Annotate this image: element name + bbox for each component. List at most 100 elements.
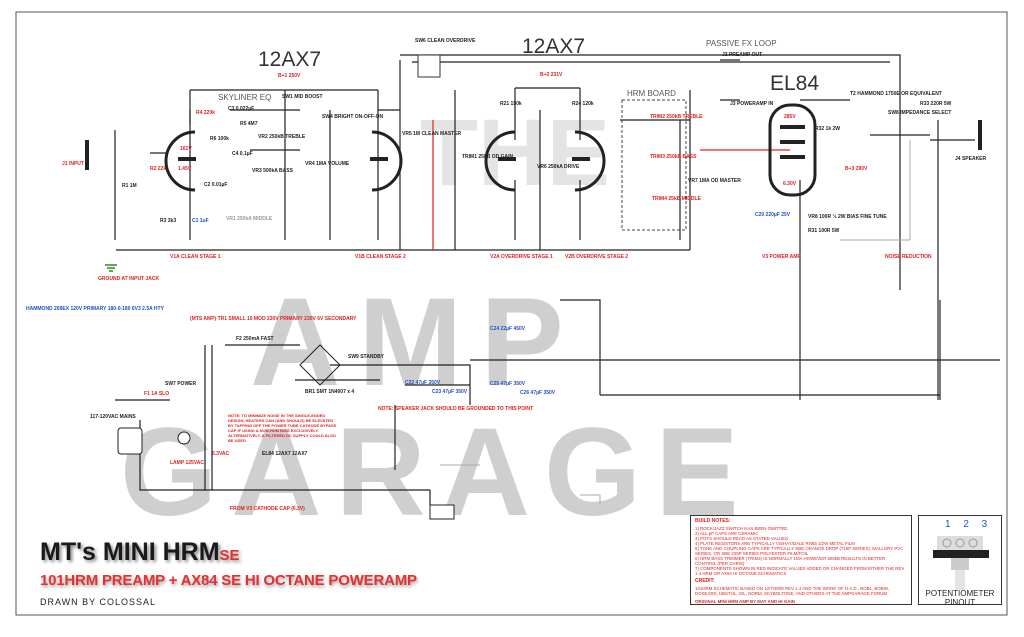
power-supply: HAMMOND 269EX 120V PRIMARY 180-0-180 6V3… [26, 299, 1000, 520]
watermark: THE AMP GARAGE [120, 100, 753, 542]
svg-text:VR2 250kB TREBLE: VR2 250kB TREBLE [258, 134, 306, 140]
svg-text:VR1 250kA MIDDLE: VR1 250kA MIDDLE [226, 216, 273, 222]
svg-text:C4 0.1µF: C4 0.1µF [232, 151, 253, 157]
svg-text:V1B CLEAN STAGE 2: V1B CLEAN STAGE 2 [355, 254, 406, 260]
lamp-icon [177, 431, 191, 445]
svg-text:TRIM4 25kB MIDDLE: TRIM4 25kB MIDDLE [652, 196, 702, 202]
svg-text:T2 HAMMOND 1750E OR EQUIVALENT: T2 HAMMOND 1750E OR EQUIVALENT [850, 91, 942, 97]
svg-text:C3 0.022µF: C3 0.022µF [228, 106, 254, 112]
svg-text:HAMMOND 269EX 120V PRIMARY 180: HAMMOND 269EX 120V PRIMARY 180-0-180 6V3… [26, 306, 165, 312]
svg-text:SW1 MID BOOST: SW1 MID BOOST [282, 94, 323, 100]
build-note: 6) HRM BASS TRIMMER (TRIM3) IS NORMALLY … [695, 556, 886, 566]
svg-text:VR8 100R ½ 2W BIAS FINE TUNE: VR8 100R ½ 2W BIAS FINE TUNE [808, 213, 887, 220]
heading-v2: 12AX7 [522, 35, 585, 58]
svg-text:GROUND AT INPUT JACK: GROUND AT INPUT JACK [98, 276, 160, 282]
svg-text:R24 120k: R24 120k [572, 101, 594, 107]
svg-text:LAMP 125VAC: LAMP 125VAC [170, 460, 204, 466]
ground-icon [105, 264, 117, 272]
svg-text:F2 250mA FAST: F2 250mA FAST [236, 336, 274, 342]
bridge-rectifier-icon [299, 344, 341, 386]
svg-text:R1 1M: R1 1M [122, 183, 137, 189]
svg-text:R5 4M7: R5 4M7 [240, 121, 258, 127]
title-main: MT's MINI HRMSE [40, 538, 240, 570]
credit-text: 101HRM SCHEMATIC BASED ON 12/7/2008 REV … [695, 586, 889, 596]
title-text: MT's MINI HRM [40, 538, 220, 566]
svg-text:C1 1uF: C1 1uF [192, 218, 209, 224]
svg-text:R31 100R 5W: R31 100R 5W [808, 228, 840, 234]
svg-text:TRIM3 250kB BASS: TRIM3 250kB BASS [650, 154, 697, 160]
iec-inlet-icon[interactable] [117, 427, 143, 455]
svg-text:R2 22k: R2 22k [150, 166, 166, 172]
component-labels: J1 INPUT R1 1M R2 22k R3 3k3 R4 220k R5 … [62, 38, 987, 282]
heading-fx: PASSIVE FX LOOP [706, 39, 777, 48]
build-note: 5) TONE AND COUPLING CAPS ARE TYPICALLY … [695, 546, 904, 556]
svg-text:C22 47µF 350V: C22 47µF 350V [405, 380, 441, 386]
svg-text:R21 150k: R21 150k [500, 101, 522, 107]
sw6-switch[interactable] [417, 54, 441, 78]
svg-text:V2B OVERDRIVE STAGE 2: V2B OVERDRIVE STAGE 2 [565, 254, 628, 260]
heading-v3: EL84 [770, 72, 819, 95]
svg-text:R33 220R 5W: R33 220R 5W [920, 101, 952, 107]
svg-text:TRIM1 25kB OD GAIN: TRIM1 25kB OD GAIN [462, 154, 514, 160]
svg-text:B+1 250V: B+1 250V [278, 73, 301, 79]
svg-text:R32 1k 2W: R32 1k 2W [815, 126, 840, 132]
svg-text:R6 100k: R6 100k [210, 136, 229, 142]
svg-text:TRIM2 250kB TREBLE: TRIM2 250kB TREBLE [650, 114, 703, 120]
tube-v2a [484, 130, 516, 192]
watermark-garage: GARAGE [120, 403, 753, 542]
title-subtitle: 101HRM PREAMP + AX84 SE HI OCTANE POWERA… [40, 572, 417, 589]
svg-text:(MTS AMP) TR1 SMALL 10 MOD 230: (MTS AMP) TR1 SMALL 10 MOD 230V PRIMARY … [190, 316, 357, 322]
svg-text:117-120VAC MAINS: 117-120VAC MAINS [90, 414, 136, 420]
heading-hrm: HRM BOARD [627, 89, 676, 98]
svg-text:VR4 1MA VOLUME: VR4 1MA VOLUME [305, 161, 350, 167]
pot-pin-numbers: 1 2 3 [945, 519, 993, 530]
svg-text:R3 3k3: R3 3k3 [160, 218, 176, 224]
svg-text:SW7 POWER: SW7 POWER [165, 381, 197, 387]
build-note: 3) POTS SHOULD READ AS STATED VALUES [695, 536, 788, 541]
tube-v1b [370, 130, 403, 192]
svg-text:C26 47µF 350V: C26 47µF 350V [520, 390, 556, 396]
svg-text:J1 INPUT: J1 INPUT [62, 161, 84, 167]
drawn-by: DRAWN BY COLOSSAL [40, 597, 157, 607]
credit-heading: CREDIT: [695, 578, 715, 584]
svg-text:J2 PREAMP OUT: J2 PREAMP OUT [722, 52, 762, 58]
heading-v1: 12AX7 [258, 48, 321, 71]
svg-text:B+2 231V: B+2 231V [540, 72, 563, 78]
svg-text:SW6 CLEAN OVERDRIVE: SW6 CLEAN OVERDRIVE [415, 38, 476, 44]
build-note: 4) PLATE RESISTORS ARE TYPICALLY VISHAY/… [695, 541, 855, 546]
potentiometer-icon [933, 536, 989, 590]
svg-text:SW4 BRIGHT ON-OFF-ON: SW4 BRIGHT ON-OFF-ON [322, 114, 383, 120]
heading-eq: SKYLINER EQ [218, 93, 271, 102]
heater-note: NOTE: TO MINIMIZE NOISE IN THE SINGLE-EN… [228, 413, 337, 443]
svg-text:NOISE REDUCTION: NOISE REDUCTION [885, 254, 932, 260]
sheet-border [15, 11, 1008, 616]
build-notes-panel: BUILD NOTES: 1) ROCK/JAZZ SWITCH HAS BEE… [690, 515, 912, 605]
svg-text:C20 220µF 25V: C20 220µF 25V [755, 212, 791, 218]
svg-text:SW9 STANDBY: SW9 STANDBY [348, 354, 385, 360]
build-note: 2) ALL pF CAPS ARE CERAMIC [695, 531, 759, 536]
tube-v2b [572, 130, 606, 192]
preamp-wiring [114, 54, 975, 400]
svg-text:J4 SPEAKER: J4 SPEAKER [955, 156, 987, 162]
svg-text:C2 0.01µF: C2 0.01µF [204, 182, 227, 188]
build-note: 1) ROCK/JAZZ SWITCH HAS BEEN OMITTED [695, 526, 788, 531]
stage-labels: V1A CLEAN STAGE 1 V1B CLEAN STAGE 2 V2A … [170, 254, 801, 260]
svg-text:R4 220k: R4 220k [196, 110, 215, 116]
svg-text:161V: 161V [180, 146, 192, 152]
svg-text:V1A CLEAN STAGE 1: V1A CLEAN STAGE 1 [170, 254, 221, 260]
svg-text:VR5 1M CLEAN MASTER: VR5 1M CLEAN MASTER [402, 131, 462, 137]
svg-text:EL84 12AX7 12AX7: EL84 12AX7 12AX7 [262, 451, 308, 457]
svg-text:SW8 IMPEDANCE SELECT: SW8 IMPEDANCE SELECT [888, 110, 951, 116]
svg-text:1.45V: 1.45V [178, 166, 192, 172]
svg-text:285V: 285V [784, 114, 796, 120]
svg-text:FROM V3 CATHODE CAP (6.3V): FROM V3 CATHODE CAP (6.3V) [230, 506, 305, 512]
original-credit: ORIGINAL MINI HRM AMP BY MAT AND HI GAIN [695, 599, 795, 604]
svg-text:VR7 1MA OD MASTER: VR7 1MA OD MASTER [688, 178, 741, 184]
tube-v1a: 161V 1.45V [164, 130, 196, 192]
title-suffix: SE [219, 547, 240, 564]
